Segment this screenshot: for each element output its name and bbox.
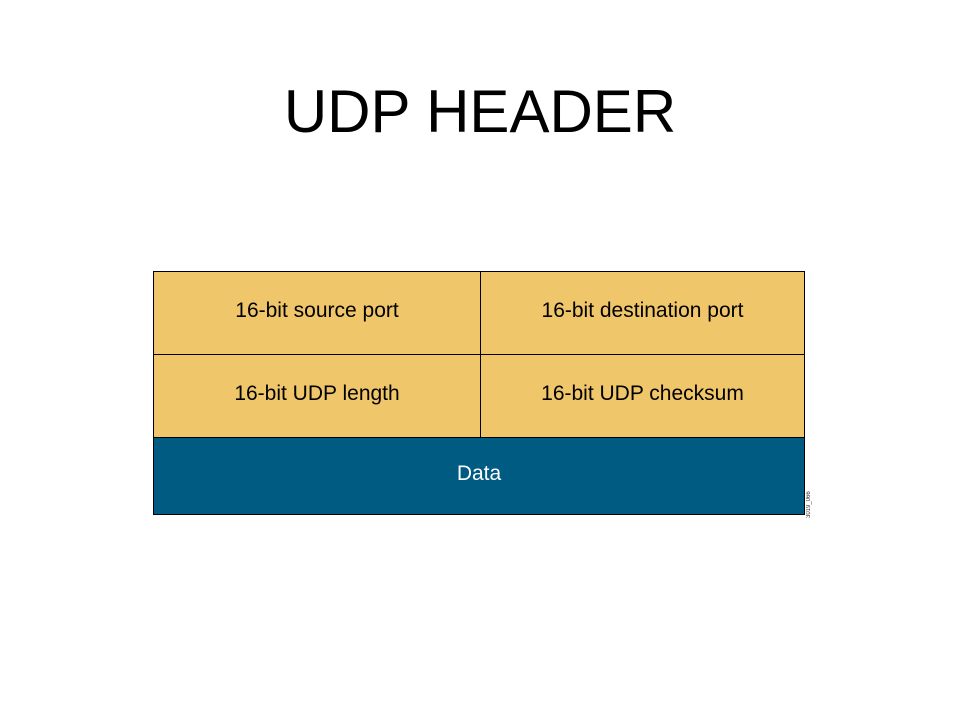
source-port-label: 16-bit source port xyxy=(235,299,399,322)
udp-length-field: 16-bit UDP length xyxy=(153,354,481,438)
udp-header-diagram: 16-bit source port 16-bit destination po… xyxy=(153,271,805,515)
udp-checksum-field: 16-bit UDP checksum xyxy=(480,354,805,438)
data-label: Data xyxy=(456,462,502,485)
figure-id: 3019_066 xyxy=(806,491,812,518)
data-field: Data xyxy=(153,437,805,515)
destination-port-field: 16-bit destination port xyxy=(480,271,805,355)
source-port-field: 16-bit source port xyxy=(153,271,481,355)
udp-length-label: 16-bit UDP length xyxy=(234,382,400,405)
slide-title: UDP HEADER xyxy=(283,78,677,145)
udp-checksum-label: 16-bit UDP checksum xyxy=(541,382,744,405)
destination-port-label: 16-bit destination port xyxy=(541,299,744,322)
